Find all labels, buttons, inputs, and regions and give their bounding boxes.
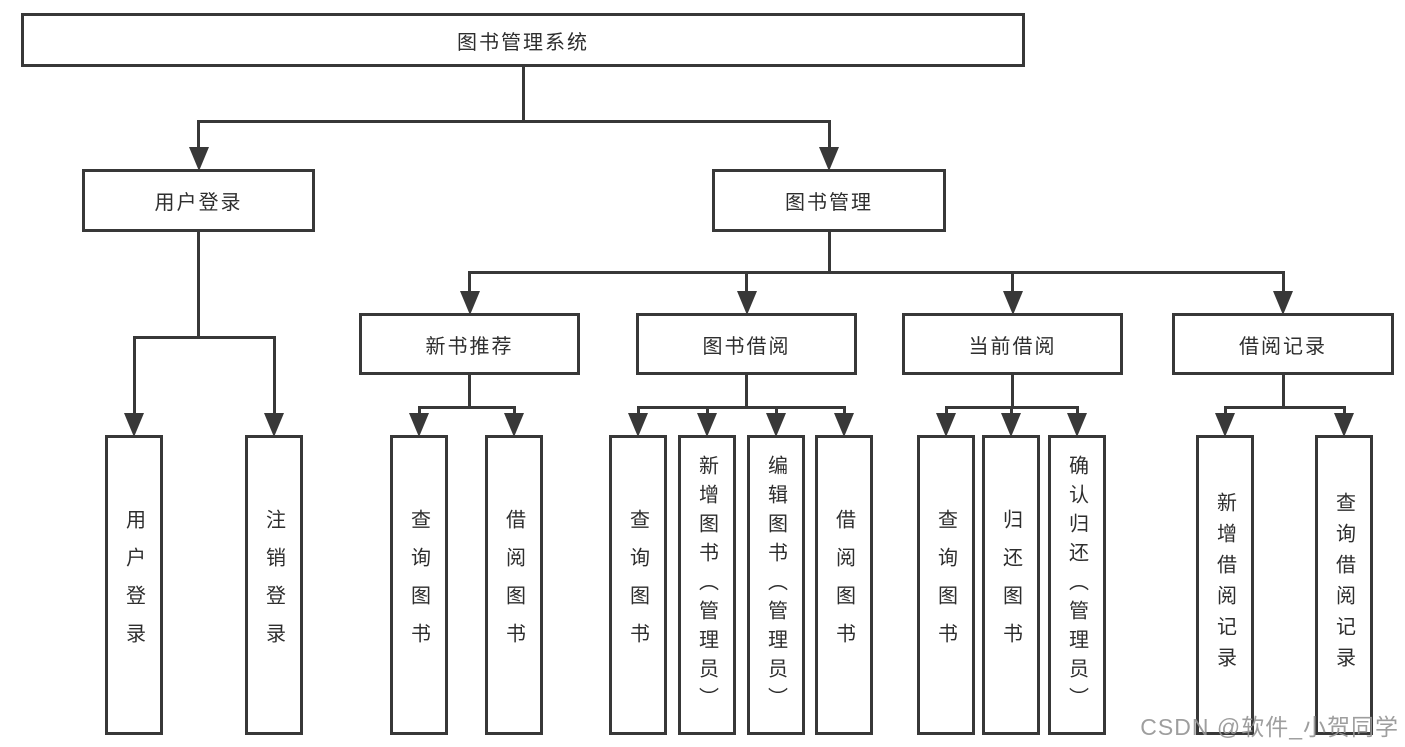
node-label: 确认归还（管理员）	[1065, 454, 1088, 716]
connector-line	[1342, 406, 1346, 413]
node-leaf-bb-add: 新增图书（管理员）	[678, 435, 736, 735]
connector-line	[197, 231, 200, 339]
connector-line	[1223, 406, 1227, 413]
arrow-down-icon	[1334, 413, 1354, 437]
node-leaf-br-query: 查询借阅记录	[1315, 435, 1373, 735]
arrow-down-icon	[188, 147, 209, 171]
node-label: 查询图书	[934, 509, 957, 661]
connector-line	[197, 120, 831, 123]
node-leaf-bb-query: 查询图书	[609, 435, 667, 735]
node-leaf-cb-confirm: 确认归还（管理员）	[1048, 435, 1106, 735]
arrow-down-icon	[504, 413, 524, 437]
node-label: 借阅图书	[832, 509, 855, 661]
node-label: 查询图书	[407, 509, 430, 661]
connector-line	[132, 336, 276, 339]
node-label: 查询图书	[626, 509, 649, 661]
node-leaf-nb-query: 查询图书	[390, 435, 448, 735]
node-label: 查询借阅记录	[1332, 492, 1355, 678]
node-label: 借阅图书	[502, 509, 525, 661]
arrow-down-icon	[819, 147, 839, 171]
node-label: 当前借阅	[968, 335, 1057, 358]
arrow-down-icon	[736, 291, 757, 315]
connector-line	[468, 271, 1285, 274]
node-leaf-user-login: 用户登录	[105, 435, 163, 735]
connector-line	[1281, 271, 1285, 291]
connector-line	[417, 406, 516, 409]
arrow-down-icon	[834, 413, 854, 437]
connector-line	[827, 120, 831, 147]
node-current-borrow: 当前借阅	[902, 313, 1123, 375]
connector-line	[1075, 406, 1079, 413]
connector-line	[512, 406, 516, 413]
node-label: 图书管理	[785, 192, 873, 214]
arrow-down-icon	[264, 413, 284, 437]
connector-line	[1009, 406, 1013, 413]
csdn-watermark: CSDN @软件_小贺同学	[1140, 714, 1399, 740]
connector-line	[944, 406, 948, 413]
node-leaf-bb-borrow: 借阅图书	[815, 435, 873, 735]
node-leaf-nb-borrow: 借阅图书	[485, 435, 543, 735]
connector-line	[745, 374, 748, 409]
arrow-down-icon	[1002, 291, 1023, 315]
arrow-down-icon	[766, 413, 786, 437]
node-label: 注销登录	[262, 509, 285, 661]
connector-line	[636, 406, 640, 413]
connector-line	[1011, 374, 1014, 409]
arrow-down-icon	[1215, 413, 1235, 437]
arrow-down-icon	[628, 413, 648, 437]
node-book-borrow: 图书借阅	[636, 313, 857, 375]
arrow-down-icon	[124, 413, 144, 437]
connector-line	[417, 406, 421, 413]
connector-line	[468, 374, 471, 409]
arrow-down-icon	[697, 413, 717, 437]
connector-line	[521, 66, 525, 123]
connector-line	[636, 406, 846, 409]
arrow-down-icon	[409, 413, 429, 437]
arrow-down-icon	[936, 413, 956, 437]
node-label: 用户登录	[154, 192, 243, 214]
node-leaf-br-add: 新增借阅记录	[1196, 435, 1254, 735]
connector-line	[468, 271, 471, 291]
node-leaf-bb-edit: 编辑图书（管理员）	[747, 435, 805, 735]
connector-line	[774, 406, 778, 413]
connector-line	[272, 336, 276, 413]
node-leaf-logout: 注销登录	[245, 435, 303, 735]
arrow-down-icon	[1067, 413, 1087, 437]
arrow-down-icon	[459, 291, 480, 315]
connector-line	[842, 406, 846, 413]
node-label: 新书推荐	[425, 335, 514, 358]
node-user-login: 用户登录	[82, 169, 315, 232]
node-label: 编辑图书（管理员）	[764, 454, 787, 716]
connector-line	[1223, 406, 1346, 409]
connector-line	[1011, 271, 1014, 291]
node-label: 新增图书（管理员）	[695, 454, 718, 716]
node-leaf-cb-query: 查询图书	[917, 435, 975, 735]
connector-line	[1281, 374, 1285, 409]
node-new-book-rec: 新书推荐	[359, 313, 580, 375]
node-label: 图书借阅	[702, 335, 791, 358]
connector-line	[197, 120, 200, 147]
node-label: 图书管理系统	[457, 31, 589, 54]
node-label: 借阅记录	[1239, 335, 1327, 358]
connector-line	[745, 271, 748, 291]
node-root: 图书管理系统	[21, 13, 1025, 67]
connector-line	[705, 406, 709, 413]
arrow-down-icon	[1001, 413, 1021, 437]
node-leaf-cb-return: 归还图书	[982, 435, 1040, 735]
connector-line	[132, 336, 136, 413]
node-label: 用户登录	[122, 509, 145, 661]
node-label: 新增借阅记录	[1213, 492, 1236, 678]
node-book-mgmt: 图书管理	[712, 169, 946, 232]
arrow-down-icon	[1273, 291, 1293, 315]
node-borrow-records: 借阅记录	[1172, 313, 1394, 375]
connector-line	[827, 231, 831, 274]
node-label: 归还图书	[999, 509, 1022, 661]
